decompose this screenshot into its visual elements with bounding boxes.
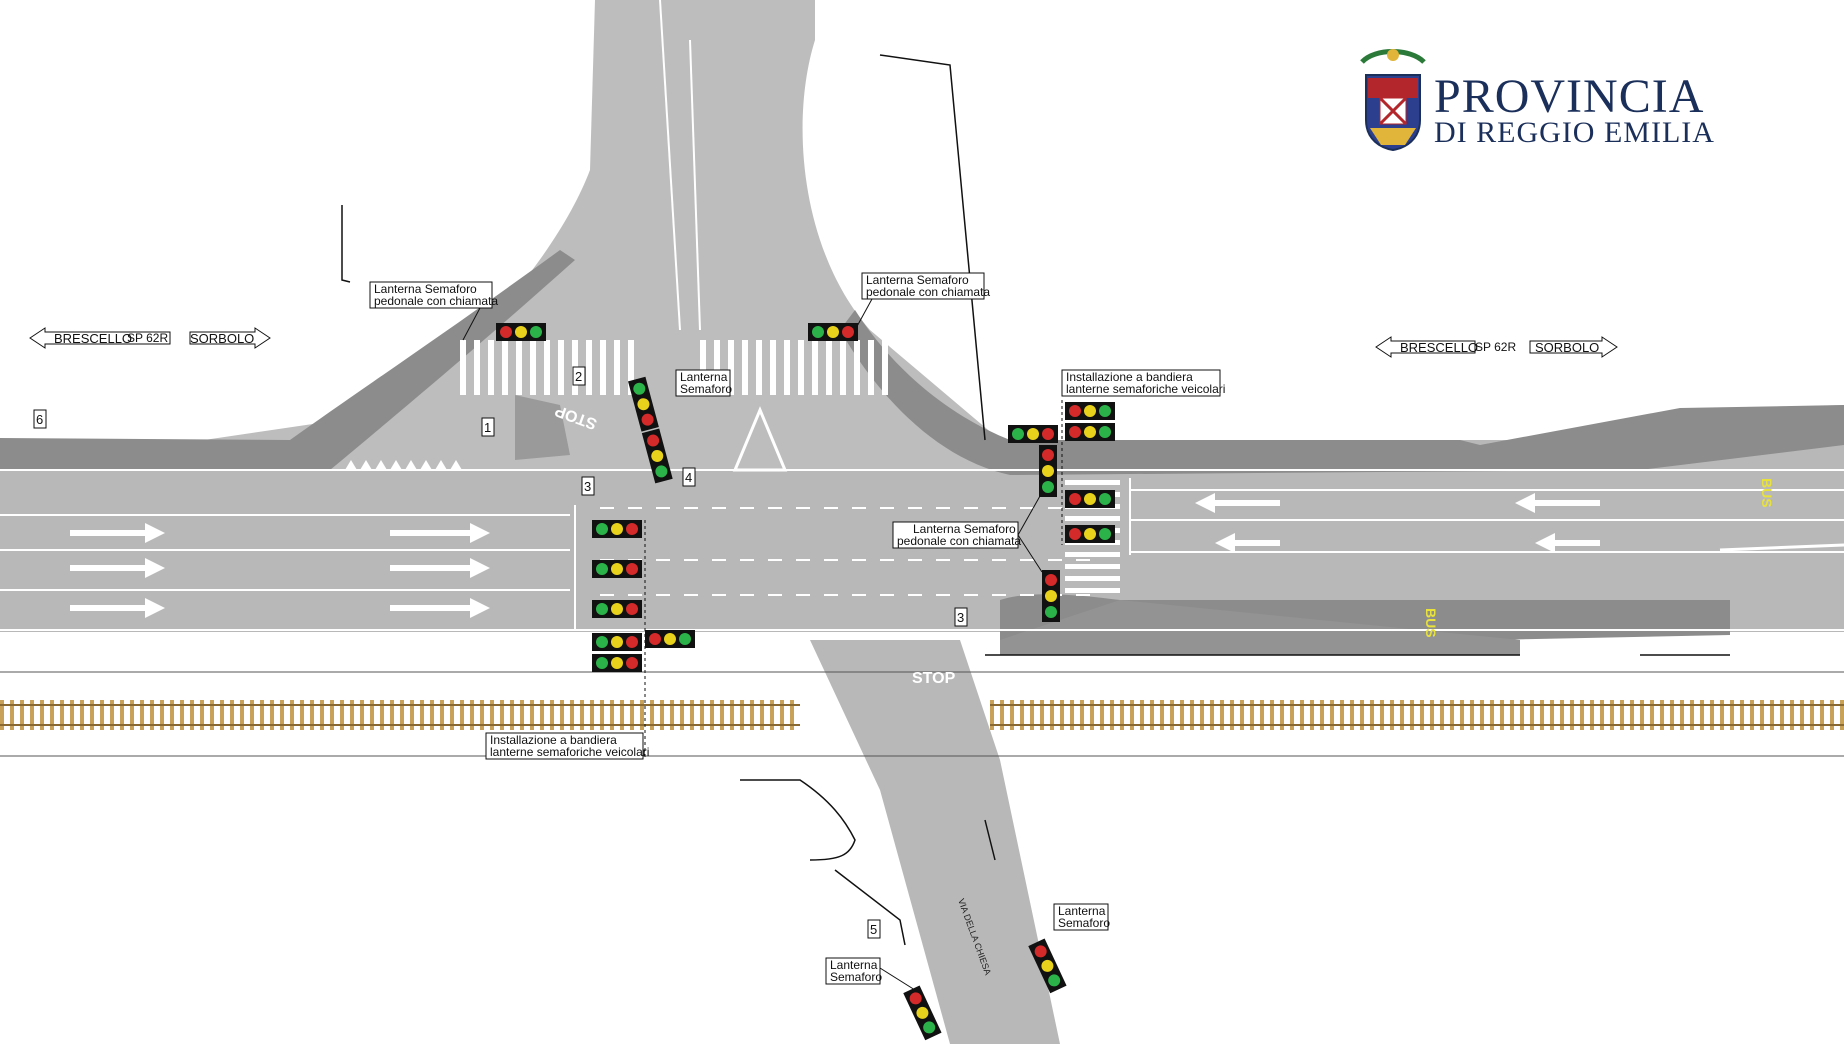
marker-3-north: 3 bbox=[581, 476, 595, 496]
direction-west-label: BRESCELLO bbox=[1400, 340, 1478, 355]
direction-east-label: SORBOLO bbox=[1535, 340, 1599, 355]
signal-head-east-a bbox=[1039, 445, 1057, 497]
svg-text:Installazione a bandiera: Installazione a bandiera bbox=[1066, 370, 1193, 384]
lane-markings bbox=[0, 478, 1844, 631]
callout-ped-ne: Lanterna Semaforo pedonale con chiamata bbox=[854, 272, 990, 331]
signal-head-southeast bbox=[1028, 938, 1067, 994]
svg-text:5: 5 bbox=[870, 922, 877, 937]
svg-text:Semaforo: Semaforo bbox=[830, 970, 882, 984]
crosswalk-north-left bbox=[460, 340, 634, 395]
bus-marking-east: BUS bbox=[1759, 478, 1775, 508]
marker-4: 4 bbox=[682, 467, 696, 487]
direction-sign-right: BRESCELLO SP 62R SORBOLO bbox=[1375, 336, 1618, 358]
svg-text:Installazione a bandiera: Installazione a bandiera bbox=[490, 733, 617, 747]
signal-head-nw bbox=[496, 323, 546, 341]
crosswalk-north-right bbox=[700, 340, 888, 395]
callout-lanterna-center: Lanterna Semaforo bbox=[675, 369, 732, 397]
road-code-label: SP 62R bbox=[127, 331, 168, 345]
logo-title: PROVINCIA bbox=[1434, 70, 1704, 123]
svg-text:Lanterna Semaforo: Lanterna Semaforo bbox=[374, 282, 477, 296]
svg-text:Lanterna: Lanterna bbox=[830, 958, 878, 972]
svg-text:2: 2 bbox=[575, 369, 582, 384]
callout-bandiera-sw: Installazione a bandiera lanterne semafo… bbox=[485, 732, 649, 760]
logo-subtitle: DI REGGIO EMILIA bbox=[1434, 116, 1715, 149]
callout-ped-center: Lanterna Semaforo pedonale con chiamata bbox=[892, 495, 1043, 573]
svg-text:Semaforo: Semaforo bbox=[680, 382, 732, 396]
svg-text:Semaforo: Semaforo bbox=[1058, 916, 1110, 930]
callout-lanterna-s: Lanterna Semaforo bbox=[825, 957, 916, 991]
provincia-logo: PROVINCIA DI REGGIO EMILIA bbox=[1360, 49, 1715, 152]
svg-text:Lanterna: Lanterna bbox=[1058, 904, 1106, 918]
direction-west-label: BRESCELLO bbox=[54, 331, 132, 346]
callout-lanterna-se: Lanterna Semaforo bbox=[1053, 903, 1110, 931]
svg-text:3: 3 bbox=[584, 479, 591, 494]
svg-text:lanterne semaforiche veicolari: lanterne semaforiche veicolari bbox=[1066, 382, 1225, 396]
marker-1: 1 bbox=[481, 417, 495, 437]
svg-text:pedonale con chiamata: pedonale con chiamata bbox=[866, 285, 990, 299]
signal-head-center-b bbox=[641, 428, 673, 484]
traffic-island bbox=[515, 395, 570, 460]
marker-6: 6 bbox=[33, 409, 47, 429]
svg-text:Lanterna Semaforo: Lanterna Semaforo bbox=[866, 273, 969, 287]
signal-head-center-a bbox=[628, 376, 659, 432]
marker-5: 5 bbox=[867, 919, 881, 939]
svg-text:lanterne semaforiche veicolari: lanterne semaforiche veicolari bbox=[490, 745, 649, 759]
road-code-label: SP 62R bbox=[1475, 340, 1516, 354]
signal-head-south bbox=[903, 985, 942, 1041]
svg-text:Lanterna Semaforo: Lanterna Semaforo bbox=[913, 522, 1016, 536]
marker-3-south: 3 bbox=[954, 607, 968, 627]
svg-text:1: 1 bbox=[484, 420, 491, 435]
bus-marking-south: BUS bbox=[1423, 608, 1439, 638]
railway bbox=[0, 671, 1844, 757]
south-approach bbox=[810, 640, 1060, 1044]
direction-east-label: SORBOLO bbox=[190, 331, 254, 346]
callout-bandiera-ne: Installazione a bandiera lanterne semafo… bbox=[1061, 369, 1225, 397]
callout-ped-nw: Lanterna Semaforo pedonale con chiamata bbox=[369, 281, 498, 341]
road-arrows bbox=[70, 493, 1600, 618]
signal-bank-west bbox=[592, 520, 695, 760]
signal-head-ne bbox=[808, 323, 858, 341]
svg-text:4: 4 bbox=[685, 470, 692, 485]
svg-text:Lanterna: Lanterna bbox=[680, 370, 728, 384]
svg-text:3: 3 bbox=[957, 610, 964, 625]
svg-text:6: 6 bbox=[36, 412, 43, 427]
marker-2: 2 bbox=[572, 366, 586, 386]
signal-head-east-b bbox=[1042, 570, 1060, 622]
direction-sign-left: BRESCELLO SP 62R SORBOLO bbox=[29, 327, 271, 349]
svg-text:pedonale con chiamata: pedonale con chiamata bbox=[897, 534, 1021, 548]
stop-marking-south: STOP bbox=[912, 670, 956, 687]
signal-bank-east bbox=[1008, 400, 1115, 545]
svg-text:pedonale con chiamata: pedonale con chiamata bbox=[374, 294, 498, 308]
crest-emblem bbox=[1360, 49, 1426, 152]
